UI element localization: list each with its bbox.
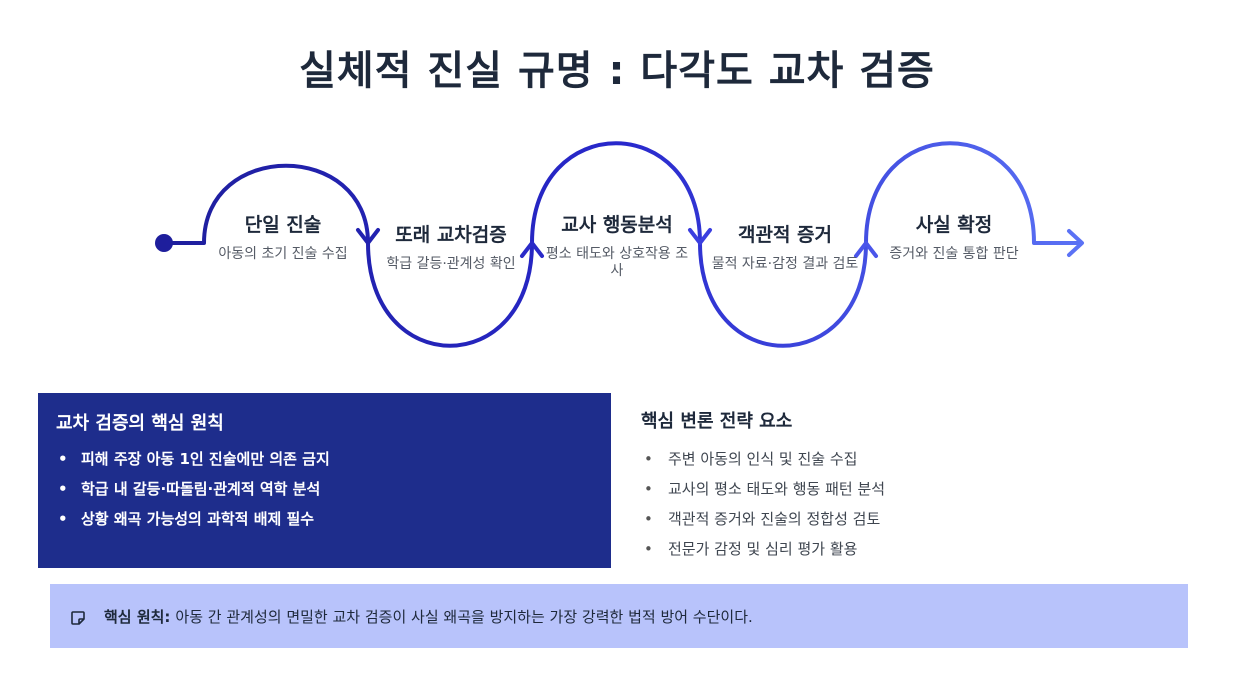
list-item: 전문가 감정 및 심리 평가 활용: [641, 539, 1201, 569]
principles-heading: 교차 검증의 핵심 원칙: [56, 413, 224, 434]
list-item: 피해 주장 아동 1인 진술에만 의존 금지: [56, 449, 593, 479]
step-description: 증거와 진술 통합 판단: [889, 246, 1019, 262]
callout-text: 아동 간 관계성의 면밀한 교차 검증이 사실 왜곡을 방지하는 가장 강력한 …: [175, 607, 753, 626]
principles-panel: 교차 검증의 핵심 원칙 피해 주장 아동 1인 진술에만 의존 금지 학급 내…: [38, 393, 611, 568]
step-description: 평소 태도와 상호작용 조사: [545, 246, 689, 279]
flow-step: 단일 진술 아동의 초기 진술 수집: [207, 210, 359, 263]
list-item: 주변 아동의 인식 및 진술 수집: [641, 449, 1201, 479]
step-description: 아동의 초기 진술 수집: [218, 246, 348, 262]
list-item: 학급 내 갈등·따돌림·관계적 역학 분석: [56, 479, 593, 509]
arrow-down-icon: [356, 228, 380, 245]
step-title: 또래 교차검증: [395, 224, 507, 246]
strategy-list: 주변 아동의 인식 및 진술 수집 교사의 평소 태도와 행동 패턴 분석 객관…: [641, 449, 1201, 569]
flow-step: 또래 교차검증 학급 갈등·관계성 확인: [375, 220, 527, 273]
list-item: 객관적 증거와 진술의 정합성 검토: [641, 509, 1201, 539]
flow-path: [162, 141, 1082, 348]
step-title: 사실 확정: [915, 214, 993, 236]
flow-step: 교사 행동분석 평소 태도와 상호작용 조사: [540, 210, 694, 280]
arrow-up-icon: [520, 241, 544, 258]
step-title: 교사 행동분석: [561, 214, 673, 236]
note-icon: [71, 611, 85, 625]
arrow-right-icon: [1067, 229, 1084, 257]
principles-list: 피해 주장 아동 1인 진술에만 의존 금지 학급 내 갈등·따돌림·관계적 역…: [56, 449, 593, 539]
callout-label: 핵심 원칙:: [104, 607, 171, 626]
list-item: 상황 왜곡 가능성의 과학적 배제 필수: [56, 509, 593, 539]
arrow-down-icon: [688, 228, 712, 245]
flow-step: 사실 확정 증거와 진술 통합 판단: [876, 210, 1032, 263]
step-title: 객관적 증거: [737, 224, 832, 246]
step-description: 학급 갈등·관계성 확인: [386, 256, 516, 272]
strategy-heading: 핵심 변론 전략 요소: [641, 411, 793, 432]
callout-box: 핵심 원칙: 아동 간 관계성의 면밀한 교차 검증이 사실 왜곡을 방지하는 …: [50, 584, 1188, 648]
step-description: 물적 자료·감정 결과 검토: [711, 256, 859, 272]
step-title: 단일 진술: [244, 214, 322, 236]
strategy-section: 핵심 변론 전략 요소 주변 아동의 인식 및 진술 수집 교사의 평소 태도와…: [641, 407, 1201, 569]
flow-step: 객관적 증거 물적 자료·감정 결과 검토: [708, 220, 862, 273]
list-item: 교사의 평소 태도와 행동 패턴 분석: [641, 479, 1201, 509]
arrow-up-icon: [854, 241, 878, 258]
page-title: 실체적 진실 규명 : 다각도 교차 검증: [299, 48, 935, 94]
